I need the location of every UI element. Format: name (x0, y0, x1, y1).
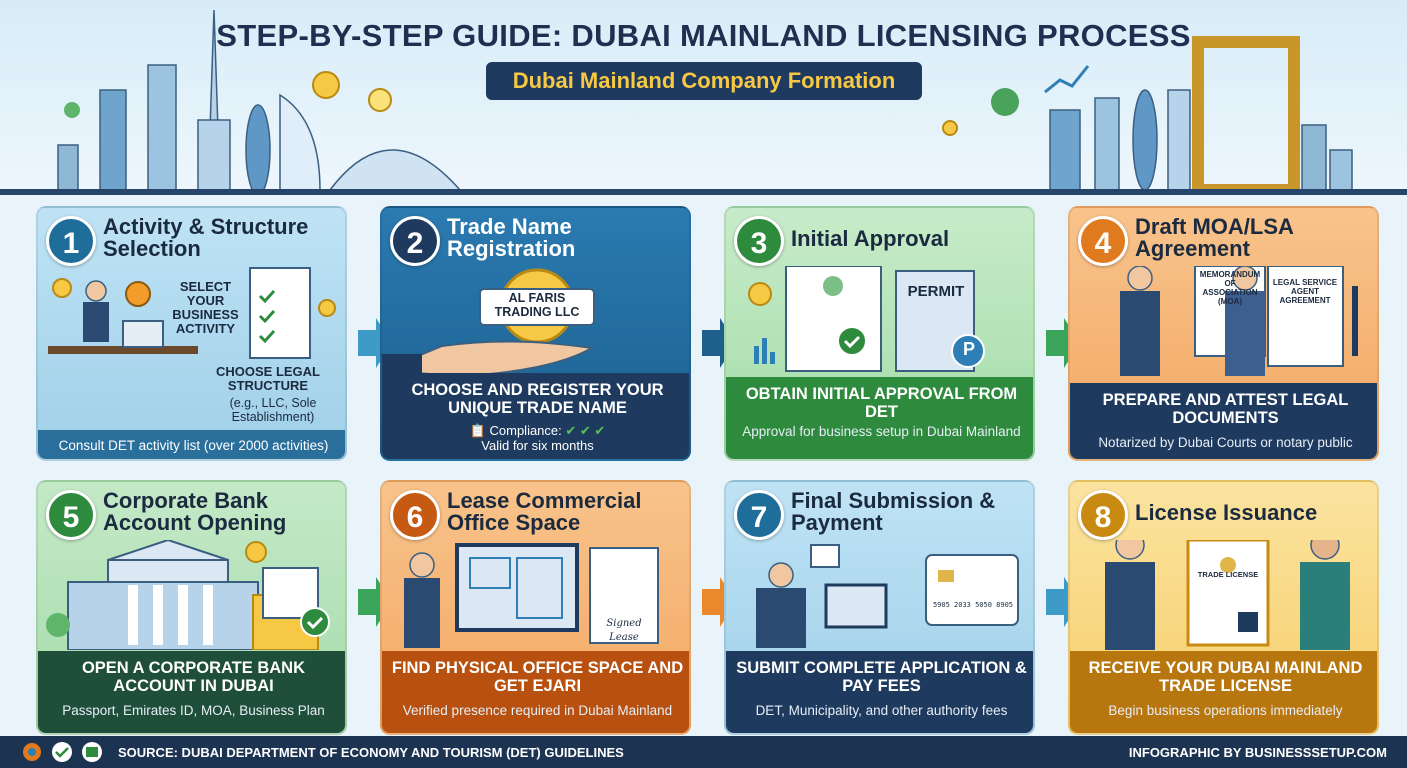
dubai-skyline-illustration (0, 9, 1407, 195)
moa-document-label: MEMORANDUM OF ASSOCIATION (MOA) (1199, 270, 1261, 306)
license-handover-illustration (1105, 540, 1350, 650)
office-worker-illustration (48, 267, 336, 359)
clipboard-icon: 📋 (469, 423, 490, 438)
step-band: SUBMIT COMPLETE APPLICATION & PAY FEES D… (726, 651, 1033, 733)
step-title: Trade Name Registration (447, 214, 576, 261)
step-number-badge: 1 (46, 216, 96, 266)
step-title: Activity & Structure Selection (103, 214, 309, 261)
header: STEP-BY-STEP GUIDE: DUBAI MAINLAND LICEN… (0, 0, 1407, 195)
card-number: 5905 2033 5050 8905 (932, 601, 1014, 609)
step-band: RECEIVE YOUR DUBAI MAINLAND TRADE LICENS… (1070, 651, 1377, 733)
footer: SOURCE: DUBAI DEPARTMENT OF ECONOMY AND … (0, 736, 1407, 768)
step-title: Final Submission & Payment (791, 488, 996, 535)
office-plan-illustration (404, 543, 659, 648)
source-credit: SOURCE: DUBAI DEPARTMENT OF ECONOMY AND … (118, 745, 624, 760)
infographic-credit: INFOGRAPHIC BY BUSINESSSETUP.COM (1128, 745, 1387, 760)
step-note: Approval for business setup in Dubai Mai… (742, 424, 1021, 439)
step-heading: OPEN A CORPORATE BANK ACCOUNT IN DUBAI (81, 659, 306, 695)
trade-license-certificate-label: TRADE LICENSE (1197, 570, 1259, 579)
step-card-2: 2 Trade Name Registration AL FARIS TRADI… (380, 206, 691, 461)
step-heading: OBTAIN INITIAL APPROVAL FROM DET (745, 385, 1018, 421)
step-note: Passport, Emirates ID, MOA, Business Pla… (62, 703, 325, 718)
trade-name-badge: AL FARIS TRADING LLC (494, 291, 580, 319)
step-number-badge: 8 (1078, 490, 1128, 540)
step-card-1: 1 Activity & Structure Selection SELECT … (36, 206, 347, 461)
signed-lease-label: Signed Lease (606, 618, 642, 643)
step-title: Draft MOA/LSA Agreement (1135, 214, 1294, 261)
payment-illustration (756, 544, 1019, 648)
step-title: Corporate Bank Account Opening (103, 488, 287, 535)
step-band: FIND PHYSICAL OFFICE SPACE AND GET EJARI… (382, 651, 689, 733)
parking-icon: P (962, 339, 975, 359)
approval-documents-illustration (748, 266, 985, 372)
step-note: Notarized by Dubai Courts or notary publ… (1098, 435, 1353, 450)
step-band: CHOOSE AND REGISTER YOUR UNIQUE TRADE NA… (382, 373, 689, 459)
step-heading: SUBMIT COMPLETE APPLICATION & PAY FEES (736, 659, 1027, 695)
trade-name-hand-illustration (382, 268, 595, 376)
validity-label: Valid for six months (481, 438, 594, 453)
select-activity-label: SELECT YOUR BUSINESS ACTIVITY (172, 279, 239, 336)
legal-structure-examples: (e.g., LLC, Sole Establishment) (229, 396, 317, 424)
step-card-3: 3 Initial Approval PERMIT P OBTAIN INITI… (724, 206, 1035, 461)
step-band: OPEN A CORPORATE BANK ACCOUNT IN DUBAI P… (38, 651, 345, 733)
step-band: Consult DET activity list (over 2000 act… (38, 430, 345, 459)
step-heading: FIND PHYSICAL OFFICE SPACE AND GET EJARI (391, 659, 684, 695)
step-number-badge: 5 (46, 490, 96, 540)
step-heading: RECEIVE YOUR DUBAI MAINLAND TRADE LICENS… (1088, 659, 1363, 695)
step-title: Initial Approval (791, 226, 950, 251)
lsa-document-label: LEGAL SERVICE AGENT AGREEMENT (1272, 278, 1338, 305)
step-card-5: 5 Corporate Bank Account Opening OPEN A … (36, 480, 347, 735)
check-icons: ✔ ✔ ✔ (565, 423, 606, 438)
step-number-badge: 2 (390, 216, 440, 266)
step-card-6: 6 Lease Commercial Office Space Signed L… (380, 480, 691, 735)
step-number-badge: 4 (1078, 216, 1128, 266)
page-subtitle: Dubai Mainland Company Formation (486, 62, 922, 100)
partner-logos-icon (23, 742, 102, 762)
handshake-illustration (1120, 266, 1358, 376)
step-heading: CHOOSE AND REGISTER YOUR UNIQUE TRADE NA… (411, 381, 664, 417)
legal-structure-label: CHOOSE LEGAL STRUCTURE (215, 364, 320, 393)
step-number-badge: 3 (734, 216, 784, 266)
step-heading: PREPARE AND ATTEST LEGAL DOCUMENTS (1102, 391, 1349, 427)
step-title: Lease Commercial Office Space (447, 488, 642, 535)
step-note: DET, Municipality, and other authority f… (755, 703, 1008, 718)
step-card-4: 4 Draft MOA/LSA Agreement MEMORANDUM OF … (1068, 206, 1379, 461)
step-note: Verified presence required in Dubai Main… (402, 703, 673, 718)
bank-building-illustration (46, 540, 330, 650)
step-band: PREPARE AND ATTEST LEGAL DOCUMENTS Notar… (1070, 383, 1377, 459)
page-title: STEP-BY-STEP GUIDE: DUBAI MAINLAND LICEN… (216, 18, 1191, 53)
step-card-7: 7 Final Submission & Payment 5905 2033 5… (724, 480, 1035, 735)
step-band: OBTAIN INITIAL APPROVAL FROM DET Approva… (726, 377, 1033, 459)
step-card-8: 8 License Issuance TRADE LICENSE RECEIVE… (1068, 480, 1379, 735)
step-note: Begin business operations immediately (1108, 703, 1343, 718)
step-note: Consult DET activity list (over 2000 act… (58, 438, 329, 453)
step-title: License Issuance (1135, 500, 1318, 525)
step-number-badge: 6 (390, 490, 440, 540)
permit-label: PERMIT (907, 283, 965, 300)
compliance-label: Compliance: (489, 423, 562, 438)
step-number-badge: 7 (734, 490, 784, 540)
